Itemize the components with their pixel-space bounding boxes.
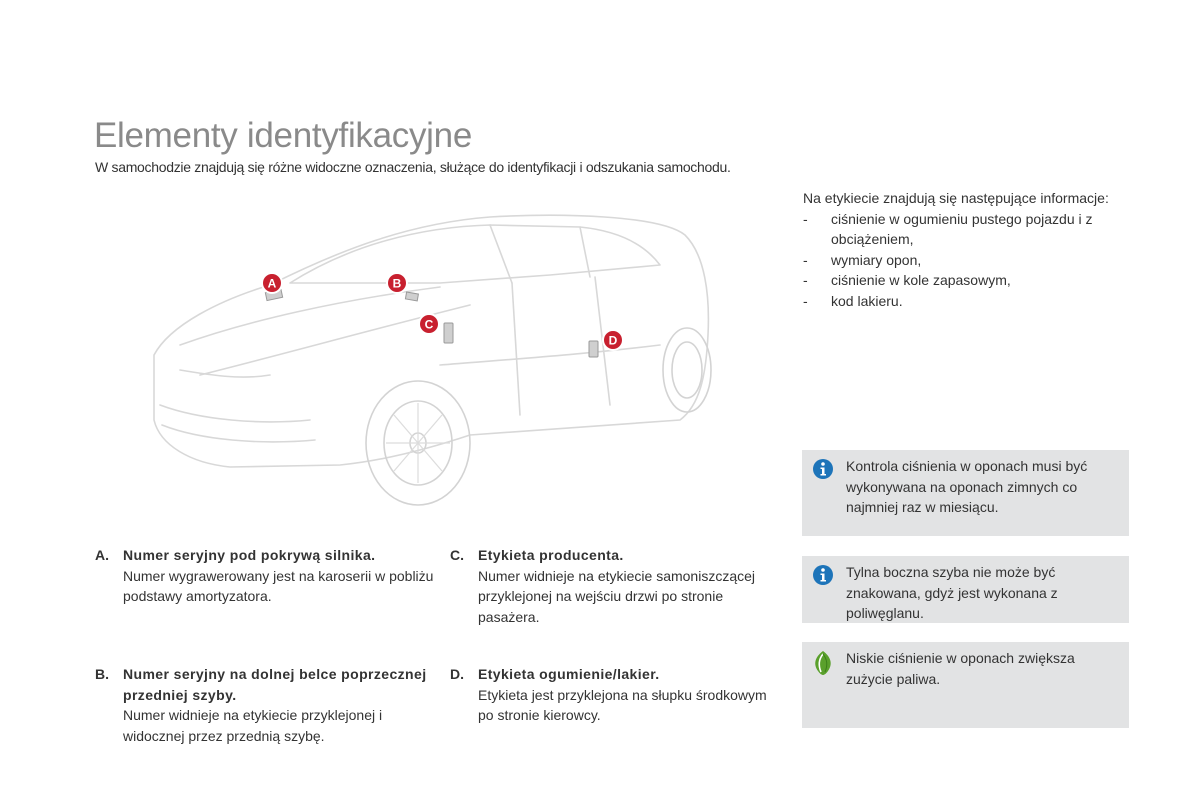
note-text: Niskie ciśnienie w oponach zwiększa zuży… — [846, 650, 1075, 687]
info-icon — [812, 564, 834, 592]
marker-a: A — [261, 272, 283, 294]
label-info-intro: Na etykiecie znajdują się następujące in… — [803, 190, 1109, 206]
item-text: Numer widnieje na etykiecie samoniszcząc… — [478, 567, 756, 625]
bullet-dash: - — [803, 251, 808, 268]
label-plate-c — [443, 322, 454, 344]
item-heading: Etykieta ogumienie/lakier. — [478, 666, 660, 682]
item-letter: C. — [450, 547, 464, 563]
marker-b-label: B — [393, 277, 402, 291]
bullet-dash: - — [803, 272, 808, 288]
item-letter: B. — [95, 666, 109, 682]
page-title: Elementy identyfikacyjne — [94, 116, 472, 155]
item-d: D. Etykieta ogumienie/lakier. Etykieta j… — [450, 664, 770, 724]
info-note-rear-window: Tylna boczna szyba nie może być znakowan… — [802, 556, 1129, 623]
item-text: Numer widnieje na etykiecie przyklejonej… — [123, 707, 383, 744]
info-note-tire-pressure-check: Kontrola ciśnienia w oponach musi być wy… — [802, 450, 1129, 536]
item-text: Numer wygrawerowany jest na karoserii w … — [123, 567, 434, 605]
bullet-dash: - — [803, 210, 808, 227]
item-b: B. Numer seryjny na dolnej belce poprzec… — [95, 664, 435, 746]
marker-d: D — [602, 329, 624, 351]
bullet-dash: - — [803, 292, 808, 309]
note-text: Kontrola ciśnienia w oponach musi być wy… — [846, 458, 1088, 515]
item-c: C. Etykieta producenta. Numer widnieje n… — [450, 545, 770, 627]
marker-d-label: D — [609, 334, 618, 348]
item-heading: Numer seryjny na dolnej belce poprzeczne… — [123, 666, 427, 703]
label-plate-b — [404, 291, 420, 302]
item-letter: D. — [450, 666, 464, 682]
list-item: -kod lakieru. — [803, 291, 1133, 312]
marker-b: B — [386, 272, 408, 294]
note-text: Tylna boczna szyba nie może być znakowan… — [846, 564, 1058, 621]
eco-leaf-icon — [812, 650, 834, 682]
car-illustration: A B C D — [140, 205, 720, 515]
item-letter: A. — [95, 547, 109, 563]
item-heading: Numer seryjny pod pokrywą silnika. — [123, 547, 376, 563]
page-subtitle: W samochodzie znajdują się różne widoczn… — [95, 159, 731, 175]
marker-layer: A B C D — [261, 272, 624, 351]
list-item: -wymiary opon, — [803, 250, 1133, 271]
item-text: Etykieta jest przyklejona na słupku środ… — [478, 686, 767, 724]
label-info-list: -ciśnienie w ogumieniu pustego pojazdu i… — [803, 209, 1133, 312]
marker-c: C — [418, 313, 440, 335]
info-icon — [812, 458, 834, 486]
item-heading: Etykieta producenta. — [478, 547, 624, 563]
item-a: A. Numer seryjny pod pokrywą silnika. Nu… — [95, 545, 435, 605]
list-item: -ciśnienie w ogumieniu pustego pojazdu i… — [803, 210, 1093, 248]
label-info-section: Na etykiecie znajdują się następujące in… — [803, 188, 1133, 311]
marker-c-label: C — [425, 318, 434, 332]
car-outline-drawing — [153, 214, 712, 506]
label-plate-d — [588, 340, 599, 358]
eco-note-fuel-consumption: Niskie ciśnienie w oponach zwiększa zuży… — [802, 642, 1129, 728]
list-item: -ciśnienie w kole zapasowym, — [803, 270, 1133, 291]
marker-a-label: A — [268, 277, 277, 291]
